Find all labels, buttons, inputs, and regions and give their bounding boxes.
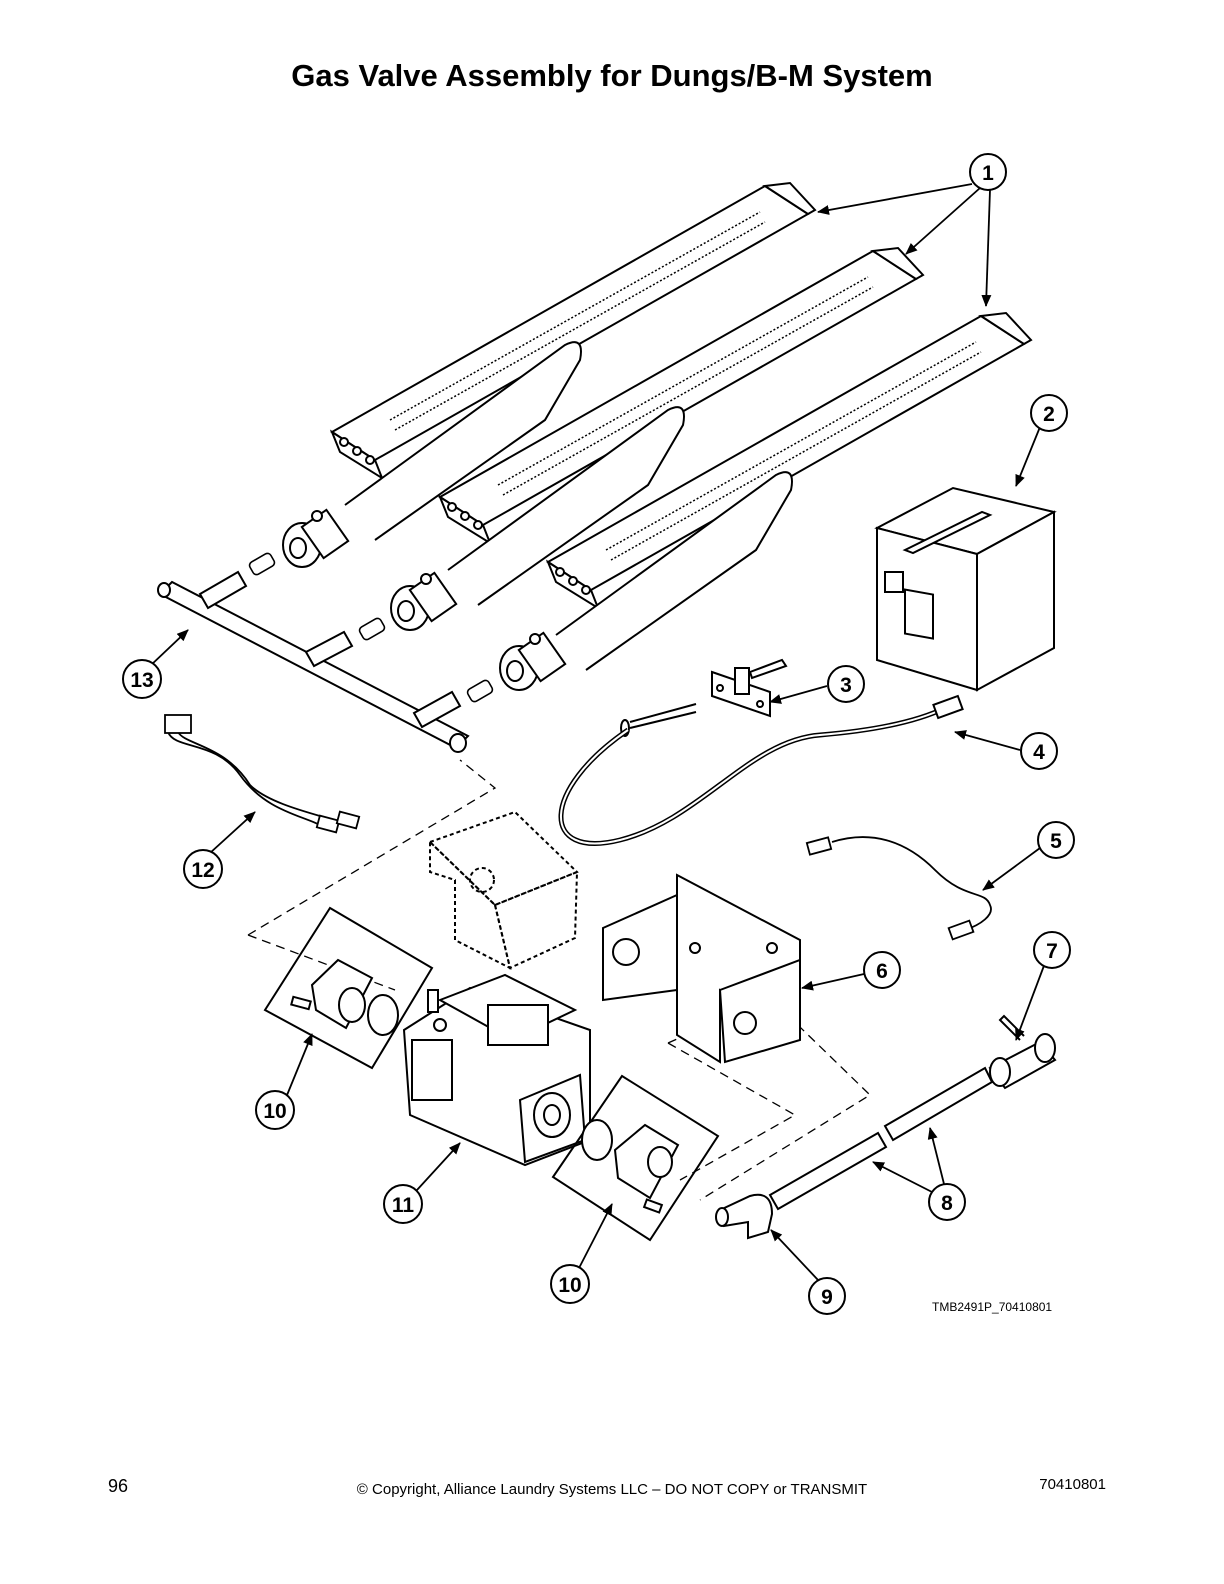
callout-9: 9 xyxy=(808,1277,846,1315)
shutoff-cock xyxy=(988,1014,1057,1090)
callout-2: 2 xyxy=(1030,394,1068,432)
svg-text:1: 1 xyxy=(982,162,994,185)
gas-pipes xyxy=(768,1066,994,1211)
ignition-control-box xyxy=(874,486,1057,692)
svg-text:3: 3 xyxy=(840,674,852,697)
callout-13: 13 xyxy=(122,659,162,699)
burner-tube-1 xyxy=(282,181,817,568)
svg-text:10: 10 xyxy=(558,1274,581,1297)
svg-text:6: 6 xyxy=(876,960,888,983)
callout-10-upper: 10 xyxy=(255,1090,295,1130)
igniter-cable-connector xyxy=(932,694,964,720)
callout-11: 11 xyxy=(383,1184,423,1224)
svg-text:10: 10 xyxy=(263,1100,286,1123)
sensor-wire-harness xyxy=(805,836,992,941)
burner-ports xyxy=(389,211,982,561)
page-number: 96 xyxy=(108,1476,129,1496)
document-number: 70410801 xyxy=(1039,1476,1106,1493)
gas-manifold xyxy=(157,570,470,753)
valve-cover-dashed xyxy=(428,810,579,970)
callout-1: 1 xyxy=(969,153,1007,191)
gas-valve xyxy=(402,973,591,1167)
svg-text:8: 8 xyxy=(941,1192,953,1215)
callout-5: 5 xyxy=(1037,821,1075,859)
orifice-spuds xyxy=(248,552,494,703)
callout-3: 3 xyxy=(827,665,865,703)
callout-7: 7 xyxy=(1033,931,1071,969)
callout-8: 8 xyxy=(928,1183,966,1221)
callout-12: 12 xyxy=(183,849,223,889)
burner-tube-3 xyxy=(499,311,1033,691)
burner-tube-2 xyxy=(390,246,925,631)
alignment-lines xyxy=(247,759,872,1201)
svg-text:7: 7 xyxy=(1046,940,1058,963)
copyright-notice: © Copyright, Alliance Laundry Systems LL… xyxy=(356,1481,868,1498)
leader-lines xyxy=(149,183,1046,1281)
svg-text:4: 4 xyxy=(1033,741,1045,764)
svg-text:5: 5 xyxy=(1050,830,1062,853)
pipe-elbow xyxy=(715,1193,774,1240)
mounting-bracket xyxy=(602,873,801,1064)
svg-text:2: 2 xyxy=(1043,403,1055,426)
svg-text:9: 9 xyxy=(821,1286,833,1309)
flange-kit-lower xyxy=(551,1074,720,1242)
svg-text:12: 12 xyxy=(191,859,214,882)
page-title: Gas Valve Assembly for Dungs/B-M System xyxy=(291,58,933,93)
flange-kit-upper xyxy=(263,906,434,1070)
svg-text:13: 13 xyxy=(130,669,153,692)
valve-wire-harness xyxy=(164,714,361,834)
figure-code: TMB2491P_70410801 xyxy=(932,1300,1052,1314)
callout-6: 6 xyxy=(863,951,901,989)
callout-10-lower: 10 xyxy=(550,1264,590,1304)
igniter-cable xyxy=(558,705,947,846)
callout-4: 4 xyxy=(1020,732,1058,770)
svg-text:11: 11 xyxy=(392,1194,415,1217)
igniter-sensor xyxy=(620,658,788,737)
